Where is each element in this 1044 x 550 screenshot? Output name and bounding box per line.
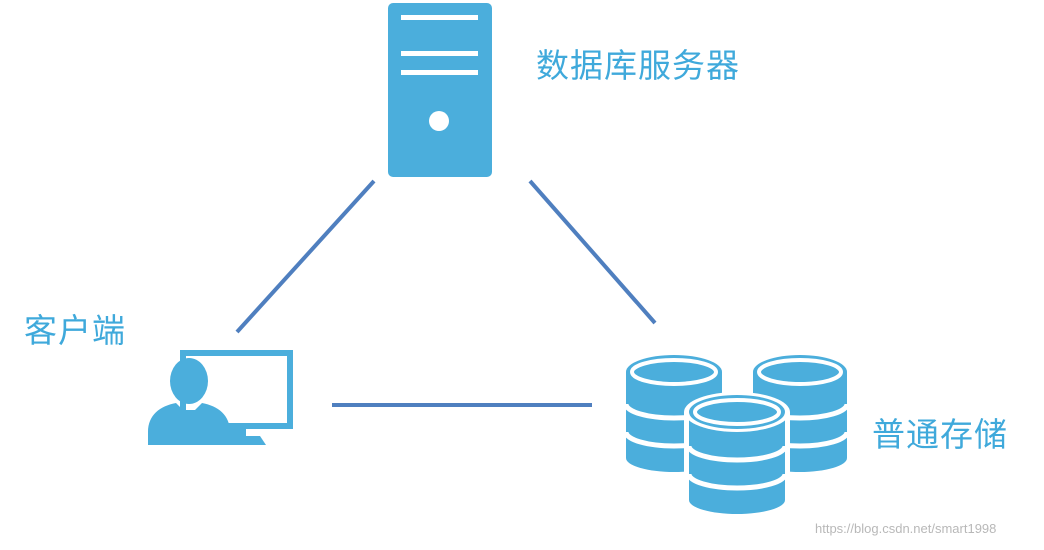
connectors: [235, 179, 657, 407]
watermark: https://blog.csdn.net/smart1998: [815, 521, 997, 536]
database-server-label: 数据库服务器: [536, 46, 740, 85]
connector-server-storage: [528, 179, 657, 325]
cylinder-front: [684, 392, 790, 519]
client-label: 客户端: [24, 311, 126, 350]
connector-server-client: [235, 179, 376, 334]
user-computer-icon: [148, 350, 293, 445]
server-tower-icon: [388, 3, 492, 177]
storage-label: 普通存储: [872, 415, 1008, 454]
database-cylinders-icon: [623, 355, 850, 519]
